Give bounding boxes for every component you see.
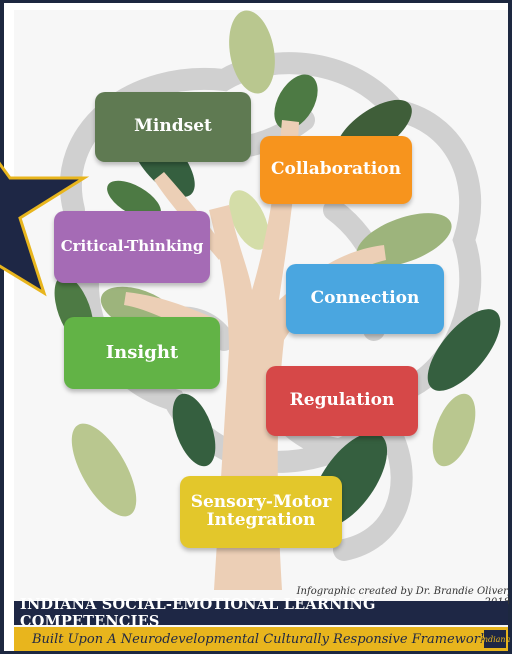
critical-thinking-box: Critical-Thinking: [54, 211, 210, 283]
logo-text: Indiana: [479, 634, 511, 644]
subtitle-bar: Built Upon A Neurodevelopmental Cultural…: [14, 627, 508, 651]
sensory-motor-integration-box: Sensory-Motor Integration: [180, 476, 342, 548]
regulation-box: Regulation: [266, 366, 418, 436]
collaboration-label: Collaboration: [270, 159, 401, 180]
insight-label: Insight: [105, 341, 179, 363]
poster-title: INDIANA SOCIAL-EMOTIONAL LEARNING COMPET…: [20, 596, 376, 630]
indiana-logo-icon: Indiana: [480, 630, 510, 648]
title-bar: INDIANA SOCIAL-EMOTIONAL LEARNING COMPET…: [14, 596, 508, 630]
star-icon: [0, 161, 90, 297]
mindset-box: Mindset: [95, 92, 251, 162]
poster-subtitle: Built Upon A Neurodevelopmental Cultural…: [32, 631, 488, 647]
regulation-label: Regulation: [289, 390, 395, 411]
mindset-label: Mindset: [134, 116, 212, 137]
sensory-motor-label-line2: Integration: [206, 510, 316, 530]
insight-box: Insight: [64, 317, 220, 389]
collaboration-box: Collaboration: [260, 136, 412, 204]
connection-label: Connection: [310, 288, 420, 309]
connection-box: Connection: [286, 264, 444, 334]
critical-thinking-label: Critical-Thinking: [60, 237, 204, 256]
sensory-motor-label-line1: Sensory-Motor: [190, 492, 332, 513]
infographic-poster: Mindset Collaboration Critical-Thinking …: [14, 10, 508, 650]
